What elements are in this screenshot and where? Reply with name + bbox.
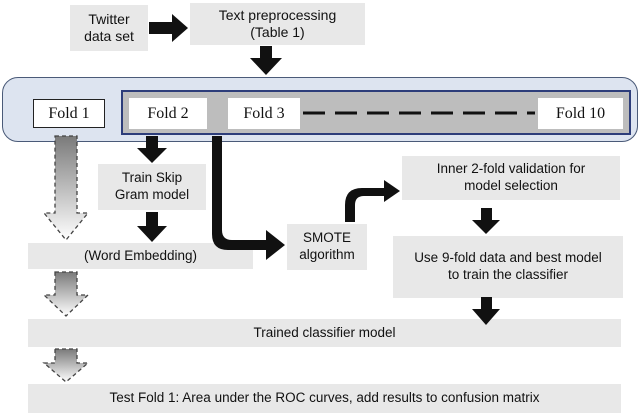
train-classifier-box: Use 9-fold data and best model to train …	[393, 236, 623, 298]
arrow-skipgram-to-embedding	[137, 212, 167, 242]
fold-1-label: Fold 1	[48, 104, 90, 122]
inner-validation-label: Inner 2-fold validation for model select…	[436, 161, 586, 193]
word-embedding-box: (Word Embedding)	[28, 243, 253, 269]
train-classifier-label: Use 9-fold data and best model to train …	[414, 250, 602, 282]
fold-10-label: Fold 10	[555, 104, 606, 122]
arrow-smote-to-validation	[345, 180, 400, 222]
text-preprocessing-box: Text preprocessing (Table 1)	[190, 3, 365, 45]
fold-1: Fold 1	[33, 99, 105, 128]
test-fold-box: Test Fold 1: Area under the ROC curves, …	[28, 384, 621, 413]
fold-3: Fold 3	[228, 98, 300, 129]
text-preprocessing-label: Text preprocessing (Table 1)	[218, 6, 337, 41]
fold-2-label: Fold 2	[147, 104, 189, 122]
test-fold-label: Test Fold 1: Area under the ROC curves, …	[109, 390, 540, 406]
arrow-fold2-to-skipgram	[137, 136, 167, 163]
train-skip-gram-box: Train Skip Gram model	[98, 164, 206, 210]
arrow-fold1-down	[42, 135, 90, 242]
trained-model-box: Trained classifier model	[28, 319, 621, 347]
twitter-data-set-box: Twitter data set	[70, 5, 148, 51]
smote-box: SMOTE algorithm	[287, 224, 367, 270]
fold-2: Fold 2	[129, 98, 207, 129]
inner-validation-box: Inner 2-fold validation for model select…	[402, 156, 620, 200]
arrow-embedding-to-model	[42, 271, 90, 317]
arrow-preprocessing-to-folds	[250, 46, 282, 75]
arrow-validation-to-classifier	[472, 208, 500, 234]
arrow-twitter-to-preprocessing	[149, 14, 188, 42]
twitter-data-set-label: Twitter data set	[84, 10, 134, 45]
trained-model-label: Trained classifier model	[253, 324, 396, 340]
arrow-fold3-to-smote	[212, 136, 285, 260]
word-embedding-label: (Word Embedding)	[83, 247, 198, 263]
train-skip-gram-label: Train Skip Gram model	[114, 170, 190, 202]
smote-label: SMOTE algorithm	[299, 230, 355, 262]
fold-3-label: Fold 3	[243, 104, 285, 122]
arrow-model-to-test	[42, 348, 90, 383]
arrow-classifier-to-model	[472, 297, 500, 325]
fold-10: Fold 10	[538, 98, 623, 129]
